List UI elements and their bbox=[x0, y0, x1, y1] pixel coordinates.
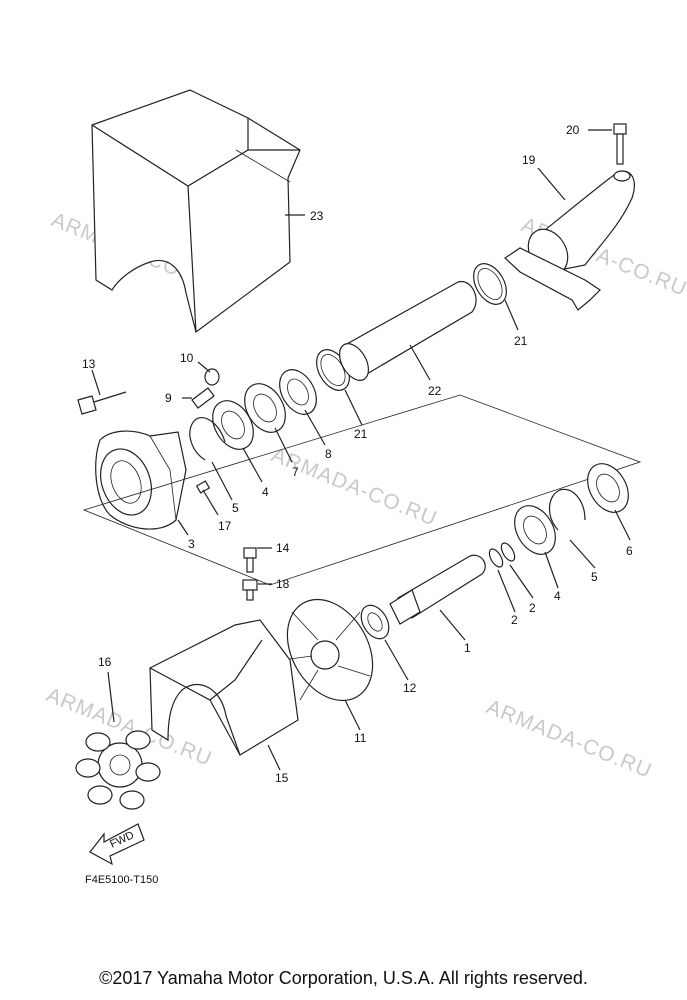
callout-22: 22 bbox=[428, 384, 442, 398]
callout-1: 1 bbox=[464, 641, 471, 655]
callout-23: 23 bbox=[310, 209, 324, 223]
callout-18: 18 bbox=[276, 577, 290, 591]
part-7-bearing bbox=[244, 383, 286, 433]
part-4-bearing-lower bbox=[514, 505, 556, 555]
part-5-circlip-upper bbox=[189, 417, 226, 461]
callout-20: 20 bbox=[566, 123, 580, 137]
copyright-notice: ©2017 Yamaha Motor Corporation, U.S.A. A… bbox=[99, 968, 588, 988]
callout-7: 7 bbox=[292, 465, 299, 479]
callout-5-upper: 5 bbox=[232, 501, 239, 515]
callout-8: 8 bbox=[325, 447, 332, 461]
callout-3: 3 bbox=[188, 537, 195, 551]
part-23-cover bbox=[91, 89, 301, 334]
callout-9: 9 bbox=[165, 391, 172, 405]
watermark-3: ARMADA-CO.RU bbox=[268, 443, 440, 530]
part-19-nozzle bbox=[504, 170, 635, 311]
part-16-stator bbox=[75, 730, 161, 810]
part-12-washer bbox=[360, 604, 390, 640]
callout-16: 16 bbox=[98, 655, 112, 669]
callouts: 20 19 23 21 22 21 8 7 4 5 17 3 9 10 13 1… bbox=[82, 123, 633, 785]
callout-4-lower: 4 bbox=[554, 589, 561, 603]
part-5-circlip-lower bbox=[549, 488, 586, 531]
part-21-clamp-upper bbox=[473, 263, 507, 305]
callout-15: 15 bbox=[275, 771, 289, 785]
callout-10: 10 bbox=[180, 351, 194, 365]
callout-19: 19 bbox=[522, 153, 536, 167]
part-10-cap bbox=[204, 368, 220, 386]
callout-5-lower: 5 bbox=[591, 570, 598, 584]
part-18-bushing bbox=[242, 579, 258, 601]
callout-4-upper: 4 bbox=[262, 485, 269, 499]
diagram-code: F4E5100-T150 bbox=[85, 874, 158, 886]
callout-11: 11 bbox=[354, 731, 367, 745]
part-1-shaft bbox=[389, 554, 486, 625]
watermark-5: ARMADA-CO.RU bbox=[483, 695, 655, 782]
part-8-oil-seal bbox=[279, 369, 317, 415]
part-17-pin bbox=[195, 480, 211, 494]
part-6-bearing bbox=[587, 463, 629, 513]
part-15-duct bbox=[149, 619, 299, 756]
callout-21-upper: 21 bbox=[514, 334, 528, 348]
part-14-bolt bbox=[243, 547, 257, 573]
callout-21-lower: 21 bbox=[354, 427, 368, 441]
callout-6: 6 bbox=[626, 544, 633, 558]
callout-14: 14 bbox=[276, 541, 290, 555]
callout-2-right: 2 bbox=[529, 601, 536, 615]
part-9-fitting bbox=[191, 387, 215, 409]
callout-2-left: 2 bbox=[511, 613, 518, 627]
leader-lines bbox=[91, 129, 631, 771]
part-22-hose bbox=[338, 281, 477, 381]
part-3-housing bbox=[95, 430, 187, 530]
callout-13: 13 bbox=[82, 357, 96, 371]
part-2-o-rings bbox=[488, 542, 516, 568]
part-20-bolt bbox=[613, 123, 627, 165]
part-13-bolt bbox=[77, 391, 127, 415]
callout-12: 12 bbox=[403, 681, 417, 695]
fwd-arrow: FWD bbox=[89, 823, 145, 866]
part-11-impeller bbox=[281, 598, 374, 702]
callout-17: 17 bbox=[218, 519, 232, 533]
shaft-section-outline bbox=[82, 394, 642, 586]
